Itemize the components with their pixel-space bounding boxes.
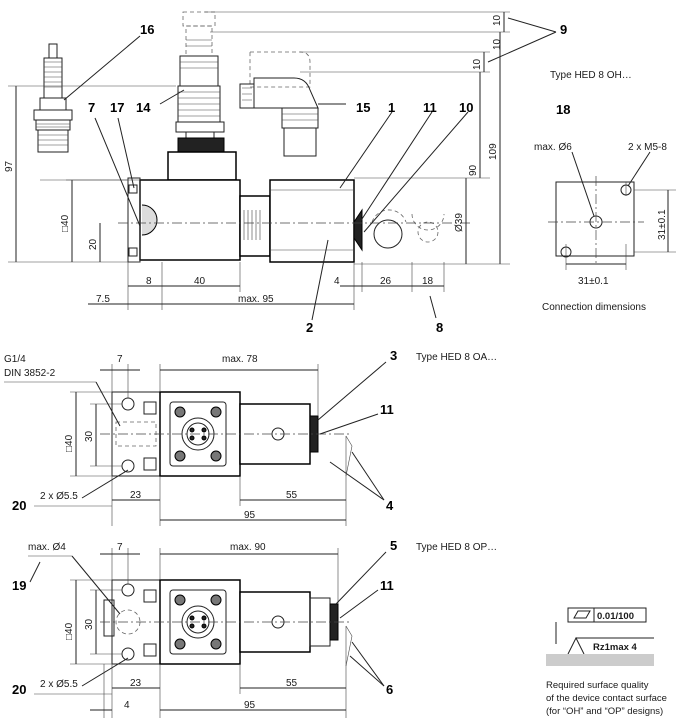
- op-dim-7: 7: [117, 542, 123, 553]
- oa-dim-40-square: □40: [64, 434, 75, 452]
- callout-15: 15: [356, 100, 370, 115]
- dim-7-5: 7.5: [96, 294, 110, 305]
- callout-11-top: 11: [423, 100, 437, 115]
- dim-90: 90: [468, 164, 479, 176]
- callout-17: 17: [110, 100, 124, 115]
- op-dim-95: 95: [244, 700, 256, 711]
- callout-1: 1: [388, 100, 395, 115]
- type-label-oa: Type HED 8 OA…: [416, 352, 497, 363]
- surface-rz: Rz1max 4: [593, 642, 638, 653]
- callout-11-mid: 11: [380, 402, 394, 417]
- op-dim-40-square: □40: [64, 622, 75, 640]
- surface-note-3: (for “OH” and “OP” designs): [546, 706, 663, 717]
- callout-16: 16: [140, 22, 154, 37]
- surface-quality: 0.01/100 Rz1max 4 Required surface quali…: [546, 607, 667, 717]
- surface-note-1: Required surface quality: [546, 680, 649, 691]
- callout-5: 5: [390, 538, 397, 553]
- oa-dim-7: 7: [117, 354, 123, 365]
- callout-3: 3: [390, 348, 397, 363]
- view-oh: 16 7 17 14 15 1 11 10 2 8 9 Type HED 8 O…: [4, 11, 632, 335]
- dim-4: 4: [334, 276, 340, 287]
- callout-6: 6: [386, 682, 393, 697]
- dim-20: 20: [88, 238, 99, 250]
- op-dim-23: 23: [130, 678, 142, 689]
- view-connection: 18 max. Ø6 2 x M5-8 31±0.1 31±0.1 Connec…: [534, 102, 676, 313]
- conn-max-d6: max. Ø6: [534, 142, 572, 153]
- view-op: max. Ø4 7 max. 90 □40 30 2 x Ø5.5 23 55 …: [12, 538, 497, 718]
- op-dim-30: 30: [84, 618, 95, 630]
- dim-10-c: 10: [472, 58, 483, 70]
- oa-dim-95: 95: [244, 510, 256, 521]
- dim-18: 18: [422, 276, 434, 287]
- type-label-op: Type HED 8 OP…: [416, 542, 497, 553]
- callout-7: 7: [88, 100, 95, 115]
- surface-block: [546, 654, 654, 666]
- callout-10: 10: [459, 100, 473, 115]
- conn-caption: Connection dimensions: [542, 302, 646, 313]
- view-oa: G1/4 DIN 3852-2 7 max. 78 □40 30 2 x Ø5.…: [4, 348, 497, 526]
- connector-14: [167, 11, 237, 181]
- conn-m5: 2 x M5-8: [628, 142, 667, 153]
- connector-16: [33, 43, 73, 153]
- conn-31-horizontal: 31±0.1: [578, 276, 609, 287]
- dim-40-square: □40: [60, 214, 71, 232]
- dim-8: 8: [146, 276, 152, 287]
- dims-oh: [8, 11, 510, 310]
- callout-20-bottom: 20: [12, 682, 26, 697]
- dim-40: 40: [194, 276, 206, 287]
- op-dim-max-90: max. 90: [230, 542, 266, 553]
- dim-97: 97: [4, 160, 15, 172]
- surface-note-2: of the device contact surface: [546, 693, 667, 704]
- dim-26: 26: [380, 276, 392, 287]
- surface-flatness: 0.01/100: [597, 611, 634, 622]
- callout-8: 8: [436, 320, 443, 335]
- oa-dim-max-78: max. 78: [222, 354, 258, 365]
- callout-18: 18: [556, 102, 570, 117]
- dim-109: 109: [488, 143, 499, 160]
- oa-dim-23: 23: [130, 490, 142, 501]
- callout-2: 2: [306, 320, 313, 335]
- op-max-d4: max. Ø4: [28, 542, 66, 553]
- callout-11-bottom: 11: [380, 578, 394, 593]
- oa-dim-30: 30: [84, 430, 95, 442]
- oa-dim-holes: 2 x Ø5.5: [40, 491, 78, 502]
- oa-g14: G1/4: [4, 354, 26, 365]
- callout-19: 19: [12, 578, 26, 593]
- oa-dim-55: 55: [286, 490, 298, 501]
- leaders-oh: [63, 17, 557, 321]
- dim-max-95: max. 95: [238, 294, 274, 305]
- housing-oh: [118, 177, 470, 263]
- callout-9: 9: [560, 22, 567, 37]
- oa-din: DIN 3852-2: [4, 368, 56, 379]
- conn-31-vertical: 31±0.1: [657, 209, 668, 240]
- connector-15: [239, 51, 319, 157]
- op-dim-holes: 2 x Ø5.5: [40, 679, 78, 690]
- op-dim-4: 4: [124, 700, 130, 711]
- callout-14: 14: [136, 100, 151, 115]
- callout-4: 4: [386, 498, 394, 513]
- dim-10-a: 10: [492, 14, 503, 26]
- callout-20-mid: 20: [12, 498, 26, 513]
- type-label-oh: Type HED 8 OH…: [550, 70, 632, 81]
- dim-39: Ø39: [454, 213, 465, 232]
- op-dim-55: 55: [286, 678, 298, 689]
- dim-10-b: 10: [492, 38, 503, 50]
